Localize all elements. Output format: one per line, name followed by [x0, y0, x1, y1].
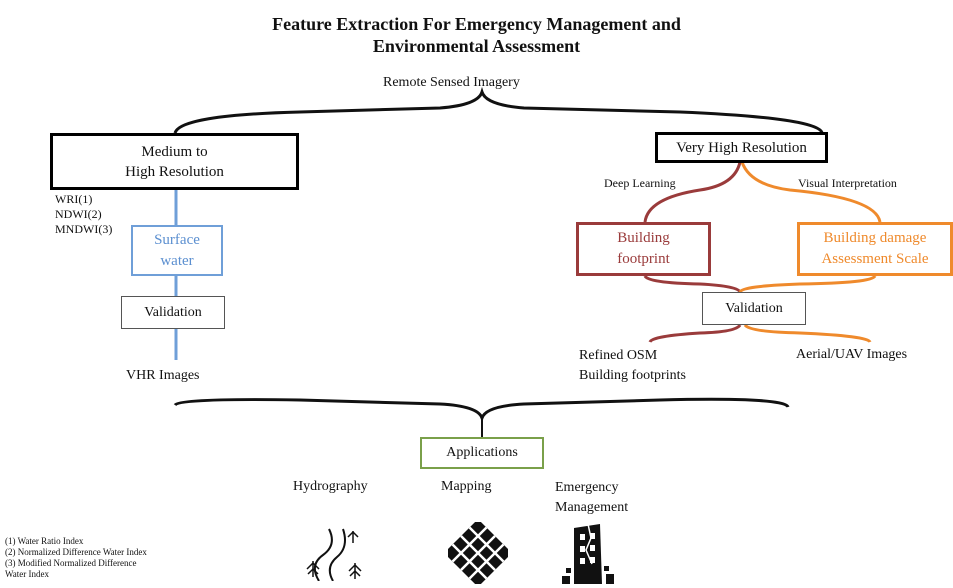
- surface-water-line-1: Surface: [154, 231, 200, 248]
- validation-to-aerial: [743, 323, 872, 344]
- visual-interpretation-label: Visual Interpretation: [798, 176, 897, 190]
- aerial-label: Aerial/UAV Images: [796, 347, 908, 362]
- damage-scale-line-2: Assessment Scale: [821, 251, 929, 267]
- osm-label: Refined OSM Building footprints: [579, 346, 686, 386]
- footnotes: (1) Water Ratio Index (2) Normalized Dif…: [5, 536, 147, 580]
- surface-water-box: Surface water: [131, 225, 223, 276]
- building-footprint-line-1: Building: [617, 230, 670, 246]
- damage-scale-line-1: Building damage: [823, 230, 927, 246]
- water-indices: WRI(1) NDWI(2) MNDWI(3): [55, 192, 112, 237]
- footnote-2: (2) Normalized Difference Water Index: [5, 547, 147, 557]
- deep-learning-branch: [643, 161, 742, 223]
- hydrography-label: Hydrography: [293, 479, 368, 494]
- index-ndwi: NDWI(2): [55, 207, 102, 221]
- emergency-label: Emergency Management: [555, 478, 628, 518]
- applications-box: Applications: [420, 437, 544, 469]
- scale-to-validation: [738, 274, 877, 294]
- title-line-1: Feature Extraction For Emergency Managem…: [272, 14, 681, 34]
- footnote-4: Water Index: [5, 569, 50, 579]
- bottom-brace: [173, 397, 790, 423]
- visual-interpretation-branch: [740, 161, 882, 223]
- medium-resolution-box: Medium to High Resolution: [50, 133, 299, 190]
- osm-line-2: Building footprints: [579, 368, 686, 383]
- medium-line-2: High Resolution: [125, 163, 224, 180]
- index-mndwi: MNDWI(3): [55, 222, 113, 236]
- emergency-line-1: Emergency: [555, 480, 619, 495]
- city-map-icon: [448, 522, 508, 584]
- title-line-2: Environmental Assessment: [372, 36, 581, 56]
- damaged-building-icon: [562, 523, 614, 584]
- validation-to-osm: [648, 324, 742, 343]
- medium-line-1: Medium to: [141, 143, 208, 160]
- footprint-to-validation: [643, 274, 742, 293]
- applications-label: Applications: [446, 445, 518, 460]
- source-label: Remote Sensed Imagery: [383, 75, 520, 90]
- diagram-title: Feature Extraction For Emergency Managem…: [0, 13, 953, 57]
- validation-right-box: Validation: [702, 292, 806, 325]
- emergency-line-2: Management: [555, 500, 629, 515]
- damage-scale-box: Building damage Assessment Scale: [797, 222, 953, 276]
- vhr-label: Very High Resolution: [676, 139, 807, 156]
- river-icon: [306, 528, 362, 581]
- footnote-1: (1) Water Ratio Index: [5, 536, 84, 546]
- mapping-label: Mapping: [441, 479, 492, 494]
- validation-left-label: Validation: [144, 304, 202, 320]
- surface-water-line-2: water: [160, 252, 194, 269]
- footnote-3: (3) Modified Normalized Difference: [5, 558, 137, 568]
- vhr-box: Very High Resolution: [655, 132, 828, 163]
- vhr-images-label: VHR Images: [126, 368, 200, 383]
- validation-right-label: Validation: [725, 300, 783, 316]
- building-footprint-line-2: footprint: [617, 251, 670, 267]
- osm-line-1: Refined OSM: [579, 348, 658, 363]
- top-brace: [173, 86, 824, 134]
- deep-learning-label: Deep Learning: [604, 176, 676, 190]
- building-footprint-box: Building footprint: [576, 222, 711, 276]
- index-wri: WRI(1): [55, 192, 93, 206]
- validation-left-box: Validation: [121, 296, 225, 329]
